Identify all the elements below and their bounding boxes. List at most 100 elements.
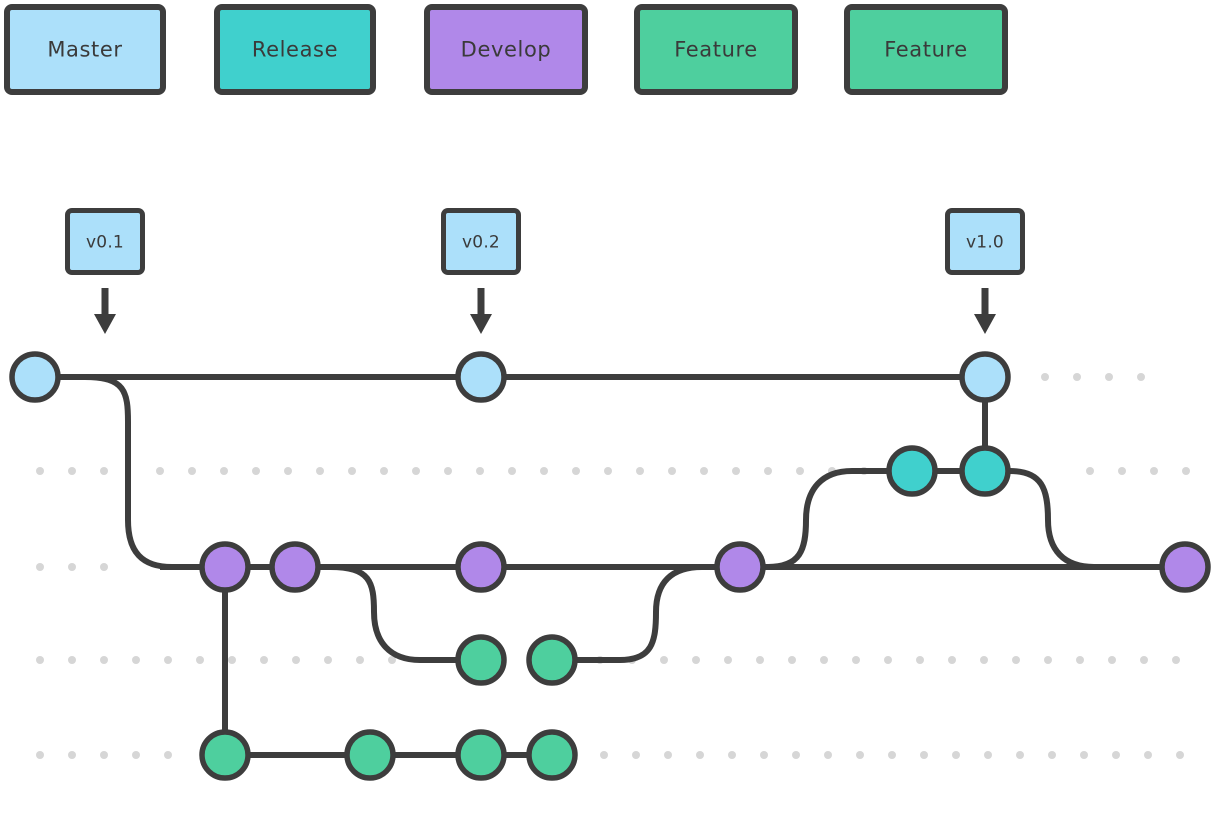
tag-label: v1.0	[966, 233, 1004, 253]
commit-node-develop-d5[interactable]	[1159, 541, 1211, 593]
lane-dot	[100, 656, 108, 664]
lane-dots-feature-upper-6	[596, 656, 1180, 664]
lane-dot	[824, 751, 832, 759]
commit-node-feature-upper-f2[interactable]	[526, 634, 578, 686]
lane-dot	[348, 467, 356, 475]
lane-dots-release-3	[1086, 467, 1190, 475]
lane-dot	[36, 656, 44, 664]
commit-node-release-r1[interactable]	[886, 445, 938, 497]
lane-dot	[68, 467, 76, 475]
lane-dot	[1041, 373, 1049, 381]
legend-item-develop-2[interactable]: Develop	[424, 4, 588, 95]
lane-dot	[252, 467, 260, 475]
version-tag-2[interactable]: v1.0	[945, 208, 1025, 334]
commit-node-feature-upper-f1[interactable]	[455, 634, 507, 686]
legend-label: Feature	[674, 38, 758, 62]
lane-dot	[920, 751, 928, 759]
lane-dot	[632, 751, 640, 759]
lane-dot	[1105, 373, 1113, 381]
legend-item-feature-3[interactable]: Feature	[634, 4, 798, 95]
lane-dot	[156, 467, 164, 475]
lane-dot	[1108, 656, 1116, 664]
commit-node-master-m3[interactable]	[959, 351, 1011, 403]
legend-label: Master	[47, 38, 122, 62]
commit-node-master-m1[interactable]	[9, 351, 61, 403]
legend-box-fill	[10, 10, 160, 89]
lane-dot	[700, 467, 708, 475]
version-tag-0[interactable]: v0.1	[65, 208, 145, 334]
lane-dot	[696, 751, 704, 759]
lane-guide-dots-layer	[36, 373, 1190, 759]
tag-box-fill	[950, 213, 1020, 270]
lane-dot	[856, 751, 864, 759]
lane-dot	[948, 656, 956, 664]
lane-dot	[316, 467, 324, 475]
lane-dots-release-1	[36, 467, 108, 475]
lane-dot	[756, 656, 764, 664]
lane-dot	[952, 751, 960, 759]
commit-node-feature-lower-g3[interactable]	[455, 729, 507, 781]
lane-dot	[100, 467, 108, 475]
commit-node-feature-lower-g4[interactable]	[526, 729, 578, 781]
lane-dot	[916, 656, 924, 664]
lane-dot	[764, 467, 772, 475]
lane-dot	[1144, 751, 1152, 759]
lane-dot	[228, 656, 236, 664]
lane-dot	[540, 467, 548, 475]
tag-arrow-down-icon	[974, 288, 996, 334]
tag-box-fill	[446, 213, 516, 270]
lane-dot	[508, 467, 516, 475]
lane-dots-feature-lower-8	[600, 751, 1184, 759]
lane-dot	[1140, 656, 1148, 664]
lane-dot	[324, 656, 332, 664]
lane-dot	[1073, 373, 1081, 381]
commit-node-develop-d1[interactable]	[199, 541, 251, 593]
legend-box-fill	[640, 10, 792, 89]
legend-label: Feature	[884, 38, 968, 62]
lane-dot	[760, 751, 768, 759]
lane-dot	[980, 656, 988, 664]
lane-dot	[788, 656, 796, 664]
lane-dot	[356, 656, 364, 664]
commit-node-release-r2[interactable]	[959, 445, 1011, 497]
version-tag-1[interactable]: v0.2	[441, 208, 521, 334]
version-tags-layer: v0.1 v0.2 v1.0	[65, 208, 1025, 334]
commit-node-feature-lower-g2[interactable]	[344, 729, 396, 781]
legend-box-fill	[220, 10, 370, 89]
lane-dot	[1137, 373, 1145, 381]
lane-dot	[1048, 751, 1056, 759]
lane-dot	[692, 656, 700, 664]
lane-dot	[1150, 467, 1158, 475]
lane-dot	[380, 467, 388, 475]
lane-dot	[292, 656, 300, 664]
tag-arrow-down-icon	[94, 288, 116, 334]
lane-dot	[1172, 656, 1180, 664]
lane-dot	[188, 467, 196, 475]
lane-dot	[164, 751, 172, 759]
lane-dot	[668, 467, 676, 475]
lane-dot	[68, 563, 76, 571]
legend-item-master-0[interactable]: Master	[4, 4, 166, 95]
legend-item-release-1[interactable]: Release	[214, 4, 376, 95]
lane-dot	[132, 656, 140, 664]
branch-line-master-to-develop-branch	[84, 374, 225, 570]
lane-dot	[724, 656, 732, 664]
lane-dot	[728, 751, 736, 759]
commit-node-develop-d4[interactable]	[714, 541, 766, 593]
legend-item-feature-4[interactable]: Feature	[844, 4, 1008, 95]
lane-dot	[820, 656, 828, 664]
commit-node-develop-d2[interactable]	[269, 541, 321, 593]
tag-box-fill	[70, 213, 140, 270]
lane-dot	[1176, 751, 1184, 759]
lane-dot	[1044, 656, 1052, 664]
lane-dot	[1182, 467, 1190, 475]
commit-node-feature-lower-g1[interactable]	[199, 729, 251, 781]
commit-node-master-m2[interactable]	[455, 351, 507, 403]
commit-node-develop-d3[interactable]	[455, 541, 507, 593]
branch-line-develop-to-feature-upper	[329, 564, 480, 663]
legend-box-fill	[850, 10, 1002, 89]
lane-dot	[220, 467, 228, 475]
lane-dot	[600, 751, 608, 759]
